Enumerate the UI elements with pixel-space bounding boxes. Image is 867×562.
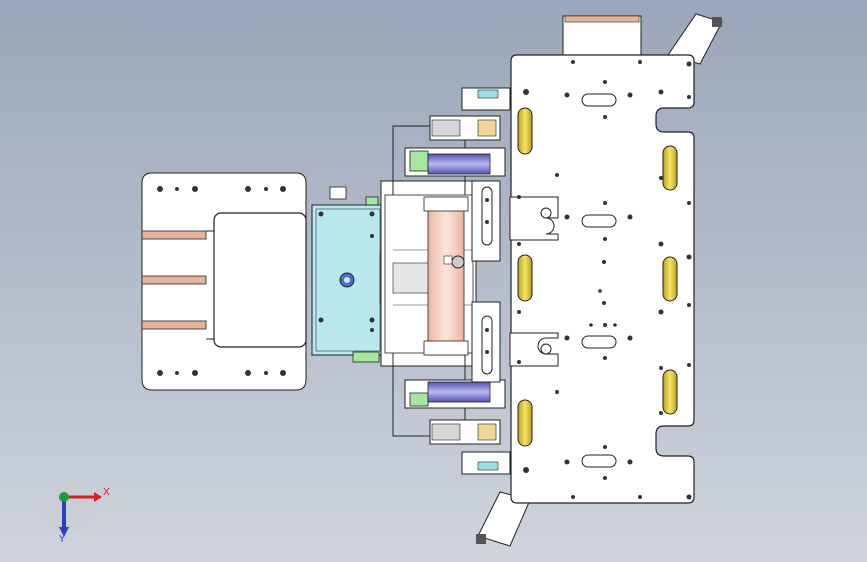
left-mount-plate — [141, 172, 307, 391]
right-main-plate — [476, 13, 723, 547]
coordinate-triad: X Y — [44, 484, 110, 545]
copper-strips — [141, 230, 207, 330]
guide-block — [380, 125, 477, 437]
roller-assembly-top — [404, 87, 511, 177]
pneumatic-cylinder-block — [311, 186, 387, 363]
roller-assembly-bottom — [404, 379, 511, 475]
link-bars — [471, 180, 501, 383]
y-axis-label: Y — [58, 534, 66, 545]
y-axis-dot — [59, 492, 69, 502]
x-axis-label: X — [103, 487, 110, 498]
z-axis-head — [59, 527, 69, 537]
x-axis-head — [94, 492, 102, 502]
